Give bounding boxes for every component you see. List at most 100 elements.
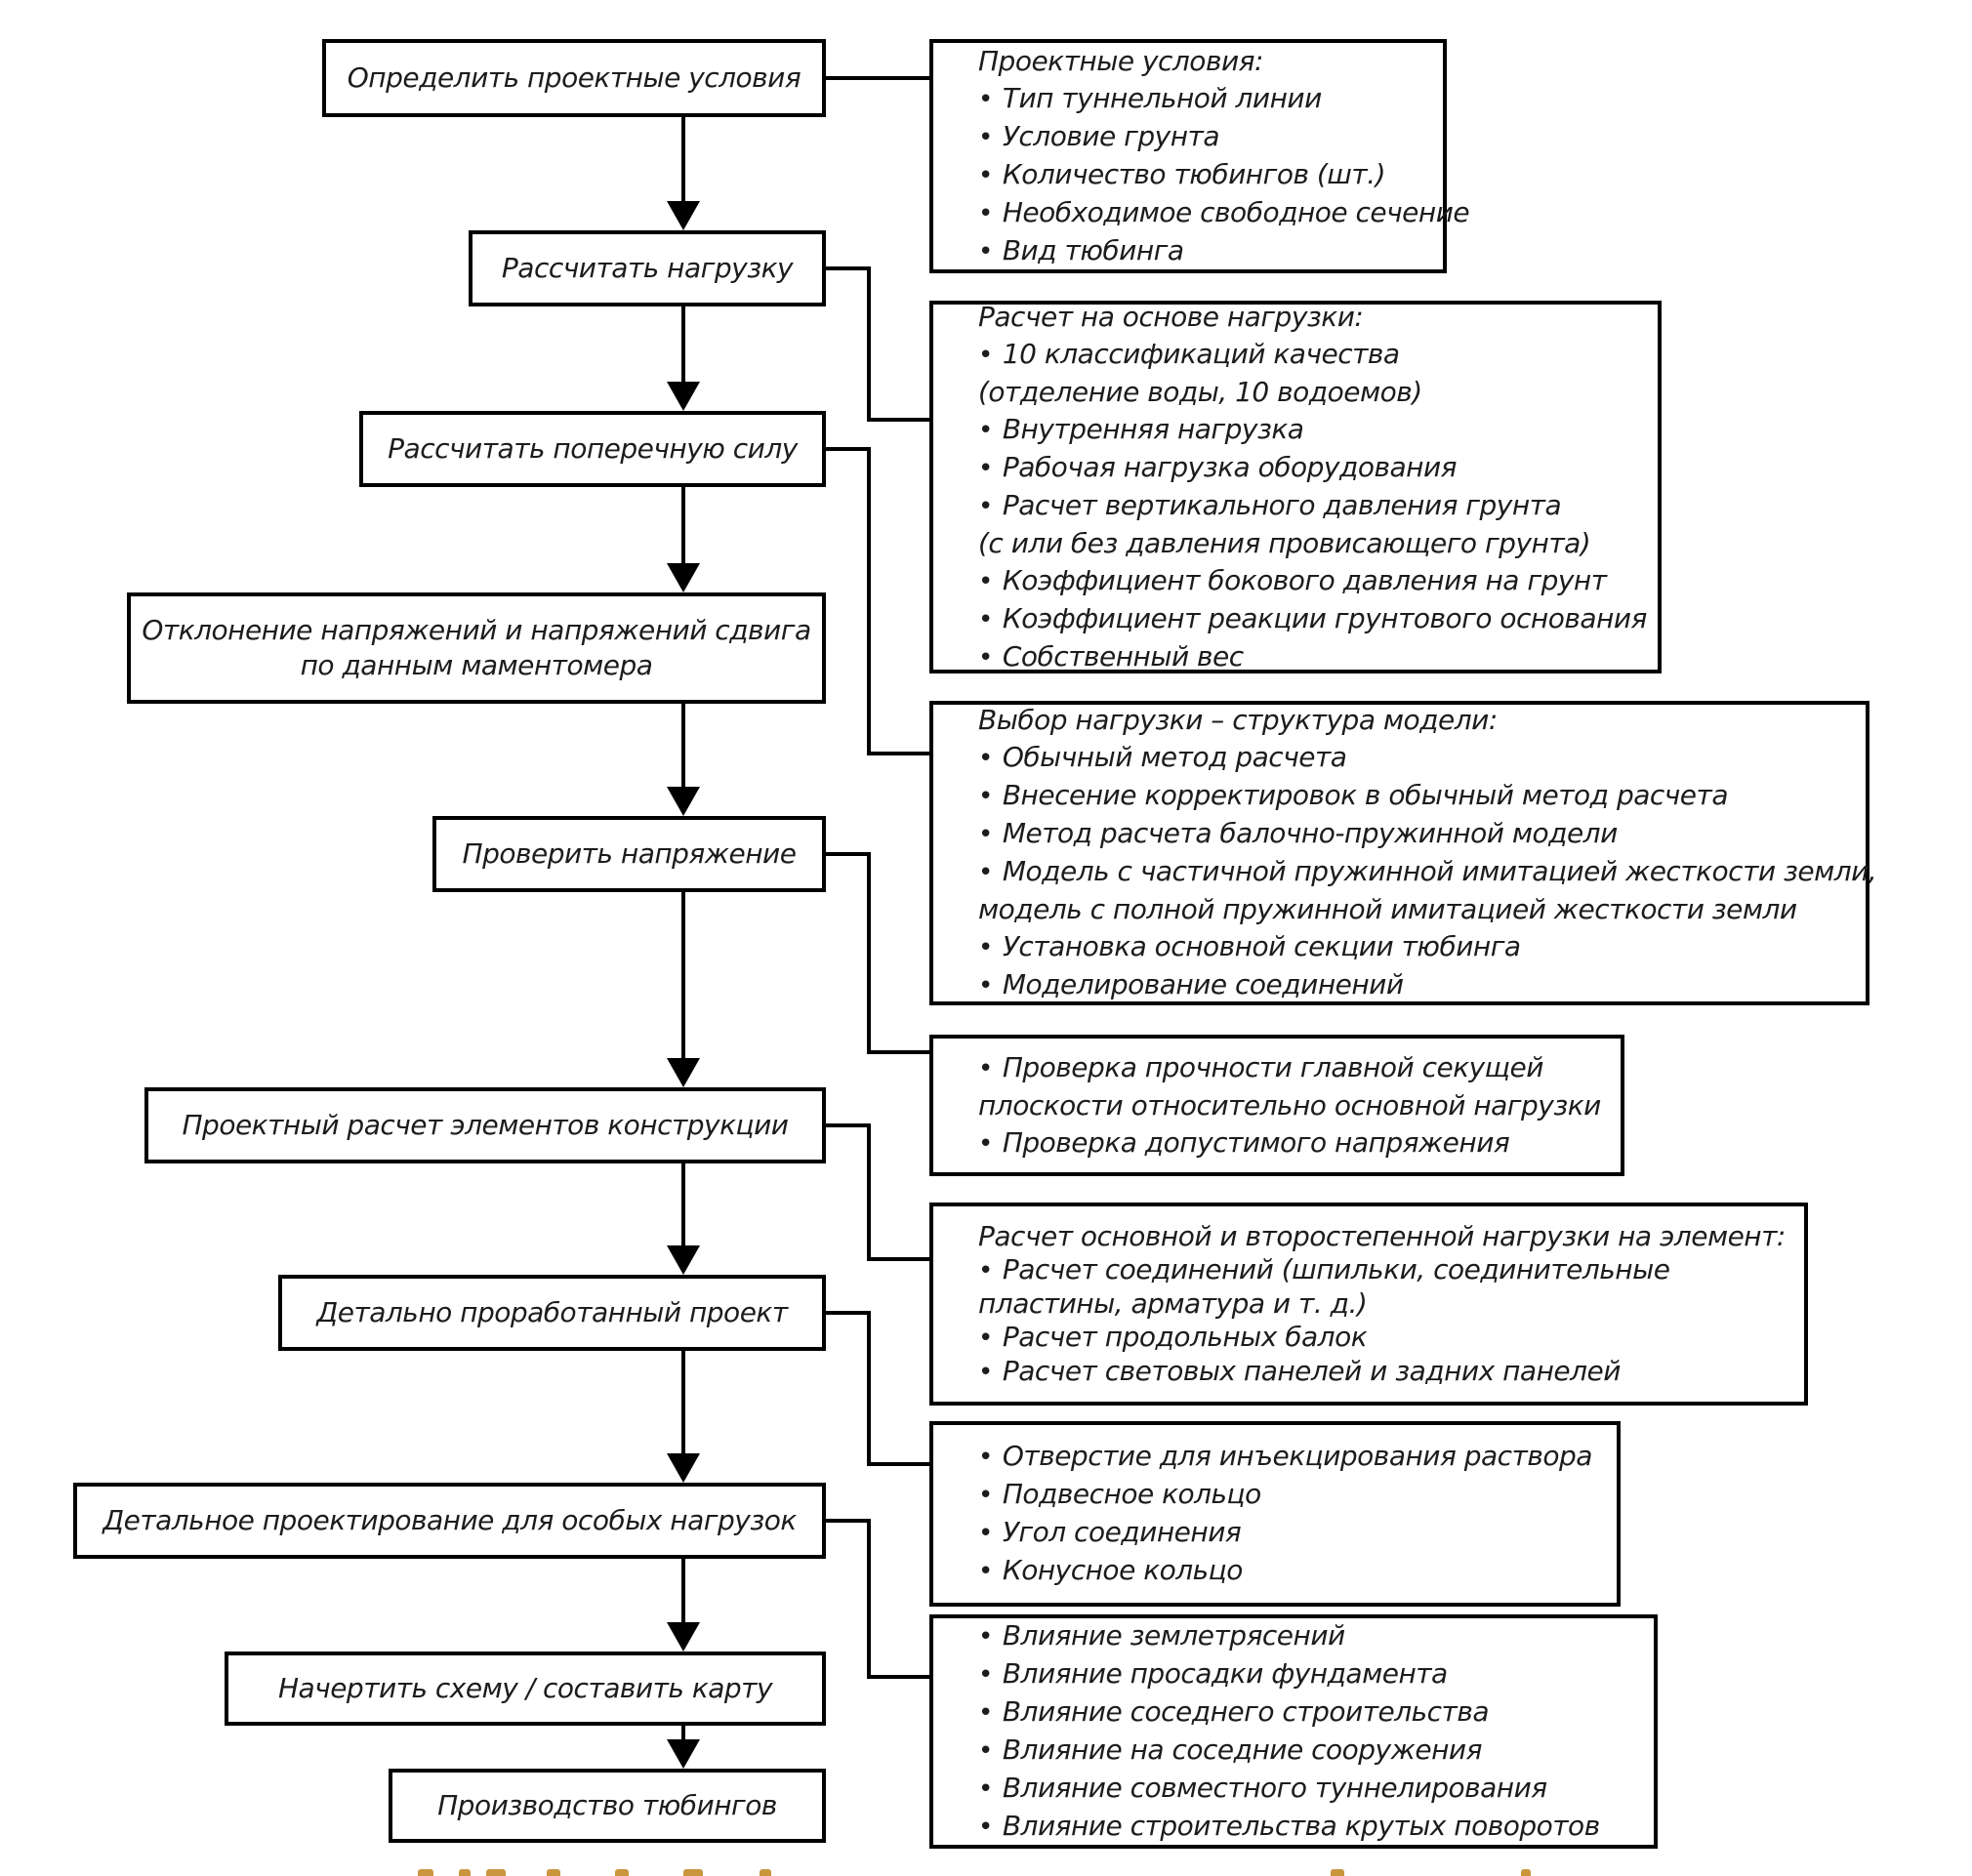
- detail-text: Коэффициент бокового давления на грунт: [1002, 563, 1607, 596]
- detail-text: Моделирование соединений: [1002, 968, 1404, 1000]
- detail-line: • Тип туннельной линии: [978, 80, 1431, 118]
- bullet-icon: •: [978, 1698, 993, 1728]
- detail-line: •Обычный метод расчета: [978, 739, 1854, 777]
- cut-off-caption: [0, 1869, 1972, 1876]
- flow-step-box: Рассчитать нагрузку: [469, 230, 826, 306]
- bullet-icon: •: [978, 604, 993, 634]
- bullet-icon: •: [978, 340, 993, 370]
- detail-line: (отделение воды, 10 водоемов): [978, 374, 1646, 411]
- caption-fragment: [1521, 1869, 1531, 1876]
- detail-text: Необходимое свободное сечение: [1002, 195, 1470, 228]
- bullet-icon: •: [978, 566, 993, 596]
- detail-text: Конусное кольцо: [1002, 1554, 1243, 1586]
- detail-line: •Рабочая нагрузка оборудования: [978, 449, 1646, 487]
- detail-line: •Внесение корректировок в обычный метод …: [978, 777, 1854, 815]
- detail-line: •Расчет световых панелей и задних панеле…: [978, 1355, 1792, 1389]
- detail-text: Расчет вертикального давления грунта: [1002, 488, 1562, 521]
- down-arrow: [667, 117, 700, 1769]
- bullet-icon: •: [978, 491, 993, 521]
- bullet-icon: •: [978, 1481, 993, 1510]
- detail-line: •Метод расчета балочно-пружинной модели: [978, 815, 1854, 853]
- detail-line: плоскости относительно основной нагрузки: [978, 1087, 1609, 1124]
- detail-line: •Коэффициент реакции грунтового основани…: [978, 600, 1647, 638]
- detail-text: Влияние строительства крутых поворотов: [1002, 1810, 1600, 1842]
- detail-text: Обычный метод расчета: [1002, 741, 1347, 773]
- connector-line: [826, 76, 929, 1679]
- detail-line: модель с полной пружинной имитацией жест…: [978, 891, 1854, 928]
- flow-step-box: Производство тюбингов: [389, 1769, 826, 1843]
- detail-box: • Отверстие для инъекцирования раствора • П…: [929, 1421, 1621, 1607]
- detail-line: •Влияние на соседние сооружения: [978, 1732, 1642, 1770]
- detail-text: Расчет основной и второстепенной нагрузк…: [978, 1219, 1786, 1252]
- detail-line: • Подвесное кольцо: [978, 1476, 1605, 1514]
- flow-step-box: Детально проработанный проект: [278, 1275, 826, 1351]
- detail-line: •Необходимое свободное сечение: [978, 194, 1470, 232]
- detail-text: (отделение воды, 10 водоемов): [978, 375, 1422, 408]
- detail-text: Количество тюбингов (шт.): [1002, 157, 1386, 190]
- bullet-icon: •: [978, 415, 993, 445]
- bullet-icon: •: [978, 1323, 993, 1353]
- detail-text: (с или без давления провисающего грунта): [978, 526, 1591, 559]
- detail-line: •Расчет соединений (шпильки, соединитель…: [978, 1253, 1792, 1287]
- detail-box: • Влияние землетрясений•Влияние просадки …: [929, 1614, 1658, 1849]
- detail-text: Подвесное кольцо: [1002, 1478, 1261, 1510]
- detail-line: •Влияние совместного туннелирования: [978, 1770, 1642, 1808]
- detail-text: Собственный вес: [1002, 639, 1244, 673]
- bullet-icon: •: [978, 1128, 993, 1159]
- detail-line: •Моделирование соединений: [978, 966, 1854, 1004]
- bullet-icon: •: [978, 84, 993, 114]
- detail-text: плоскости относительно основной нагрузки: [978, 1088, 1601, 1122]
- detail-text: Установка основной секции тюбинга: [1002, 930, 1521, 962]
- detail-line: •Влияние просадки фундамента: [978, 1655, 1642, 1693]
- bullet-icon: •: [978, 1053, 993, 1083]
- bullet-icon: •: [978, 1255, 993, 1285]
- detail-box: Проектные условия:•Тип туннельной линии•…: [929, 39, 1470, 273]
- detail-line: Выбор нагрузки – структура модели:: [978, 702, 1854, 739]
- bullet-icon: •: [978, 1519, 993, 1548]
- caption-fragment: [486, 1869, 506, 1876]
- detail-text: Выбор нагрузки – структура модели:: [978, 704, 1498, 736]
- bullet-icon: •: [978, 933, 993, 962]
- detail-text: Условие грунта: [1002, 119, 1220, 152]
- flow-step-box: Отклонение напряжений и напряжений сдвиг…: [127, 592, 826, 704]
- caption-fragment: [1331, 1869, 1344, 1876]
- detail-line: •Влияние соседнего строительства: [978, 1693, 1642, 1732]
- detail-text: Влияние землетрясений: [1002, 1619, 1345, 1652]
- detail-line: • Количество тюбингов (шт.): [978, 156, 1431, 194]
- bullet-icon: •: [978, 1660, 993, 1690]
- detail-line: пластины, арматура и т. д.): [978, 1287, 1792, 1321]
- caption-fragment: [459, 1869, 471, 1876]
- detail-line: Расчет на основе нагрузки:: [978, 299, 1646, 336]
- detail-line: •Модель с частичной пружинной имитацией …: [978, 853, 1877, 891]
- detail-line: • Влияние землетрясений: [978, 1617, 1642, 1655]
- bullet-icon: •: [978, 1813, 993, 1842]
- detail-text: Проектные условия:: [978, 44, 1263, 77]
- detail-line: •Угол соединения: [978, 1514, 1605, 1552]
- caption-fragment: [547, 1869, 560, 1876]
- detail-line: (с или без давления провисающего грунта): [978, 525, 1646, 562]
- bullet-icon: •: [978, 122, 993, 152]
- detail-line: •Проверка прочности главной секущей: [978, 1049, 1609, 1087]
- bullet-icon: •: [978, 1557, 993, 1586]
- detail-text: модель с полной пружинной имитацией жест…: [978, 893, 1797, 925]
- detail-line: Проектные условия:: [978, 43, 1431, 80]
- detail-text: Тип туннельной линии: [1002, 81, 1322, 114]
- bullet-icon: •: [978, 453, 993, 483]
- detail-line: • Расчет вертикального давления грунта: [978, 487, 1646, 525]
- detail-text: Проверка допустимого напряжения: [1002, 1125, 1510, 1159]
- detail-line: Расчет основной и второстепенной нагрузк…: [978, 1220, 1792, 1253]
- detail-line: • Условие грунта: [978, 118, 1431, 156]
- bullet-icon: •: [978, 820, 993, 849]
- bullet-icon: •: [978, 160, 993, 190]
- bullet-icon: •: [978, 1622, 993, 1652]
- detail-line: • Коэффициент бокового давления на грунт: [978, 562, 1646, 600]
- flow-step-box: Рассчитать поперечную силу: [359, 411, 826, 487]
- detail-line: •Расчет продольных балок: [978, 1321, 1792, 1355]
- detail-text: пластины, арматура и т. д.): [978, 1286, 1368, 1320]
- bullet-icon: •: [978, 782, 993, 811]
- detail-box: Выбор нагрузки – структура модели:•Обычн…: [929, 701, 1877, 1005]
- detail-text: Внутренняя нагрузка: [1002, 412, 1304, 445]
- detail-text: Отверстие для инъекцирования раствора: [1002, 1440, 1593, 1472]
